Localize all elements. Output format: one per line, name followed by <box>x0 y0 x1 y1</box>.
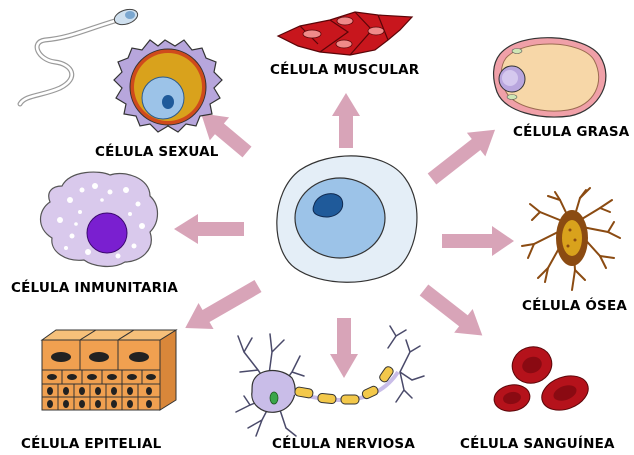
fat-cell-picture <box>494 38 606 117</box>
nerve-cell-picture <box>236 326 424 436</box>
arrow-to-inmunitaria <box>174 214 244 244</box>
arrow-to-sanguinea <box>415 278 492 347</box>
label-grasa: CÉLULA GRASA <box>513 124 629 140</box>
arrow-to-osea <box>442 226 514 256</box>
label-sanguinea: CÉLULA SANGUÍNEA <box>460 436 615 452</box>
arrow-to-grasa <box>423 118 505 191</box>
sex-cell-picture <box>20 7 222 132</box>
label-muscular: CÉLULA MUSCULAR <box>270 62 419 78</box>
immune-cell-picture <box>41 172 158 266</box>
arrow-to-nerviosa <box>330 318 358 378</box>
label-inmunitaria: CÉLULA INMUNITARIA <box>11 280 178 296</box>
arrow-to-epitelial <box>178 273 266 341</box>
label-nerviosa: CÉLULA NERVIOSA <box>272 436 415 452</box>
bone-cell-picture <box>522 188 620 290</box>
label-osea: CÉLULA ÓSEA <box>522 298 627 314</box>
blood-cell-picture <box>492 341 593 416</box>
muscle-cell-picture <box>278 12 412 55</box>
stem-cell <box>277 156 417 282</box>
arrow-to-muscular <box>332 93 360 148</box>
epithelial-cell-picture <box>42 330 176 410</box>
label-sexual: CÉLULA SEXUAL <box>95 144 219 160</box>
label-epitelial: CÉLULA EPITELIAL <box>21 436 161 452</box>
